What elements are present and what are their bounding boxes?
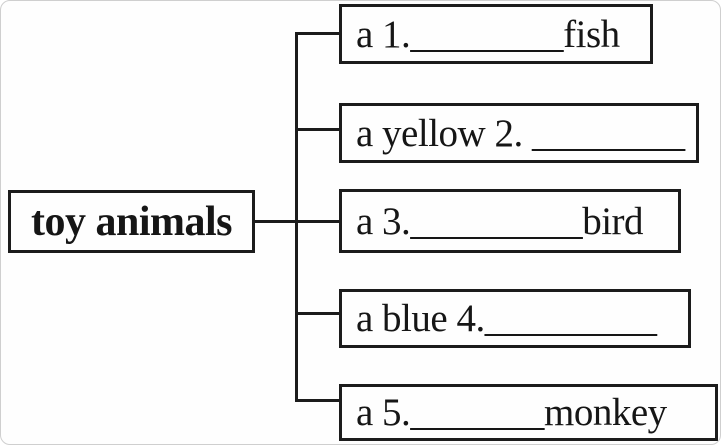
item-box-1: a 1.________fish	[339, 4, 653, 64]
connector-stub-1	[295, 32, 339, 35]
root-box: toy animals	[8, 190, 255, 253]
connector-stub-2	[295, 128, 339, 131]
connector-stub-4	[295, 312, 339, 315]
connector-stub-3	[295, 220, 339, 223]
item-box-5: a 5._______monkey	[339, 384, 718, 441]
item-1-suffix: fish	[563, 12, 620, 56]
item-3-prefix: a 3.	[356, 199, 411, 243]
item-1-prefix: a 1.	[356, 12, 411, 56]
item-5-blank: _______	[410, 391, 545, 434]
item-3-blank: _________	[410, 199, 583, 243]
item-5-suffix: monkey	[544, 391, 667, 434]
connector-trunk-vertical	[295, 32, 298, 402]
item-box-4: a blue 4._________	[339, 289, 691, 348]
connector-stub-5	[295, 399, 339, 402]
item-box-2: a yellow 2. ________	[339, 103, 699, 163]
item-2-blank: ________	[531, 111, 685, 155]
root-label: toy animals	[30, 198, 233, 245]
item-4-prefix: a blue 4.	[356, 297, 485, 340]
connector-root-horizontal	[255, 220, 298, 223]
item-3-suffix: bird	[582, 199, 644, 243]
item-1-blank: ________	[410, 12, 564, 56]
item-4-blank: _________	[484, 297, 657, 340]
item-5-prefix: a 5.	[356, 391, 411, 434]
item-box-3: a 3._________bird	[339, 189, 681, 253]
item-2-prefix: a yellow 2.	[356, 111, 532, 155]
